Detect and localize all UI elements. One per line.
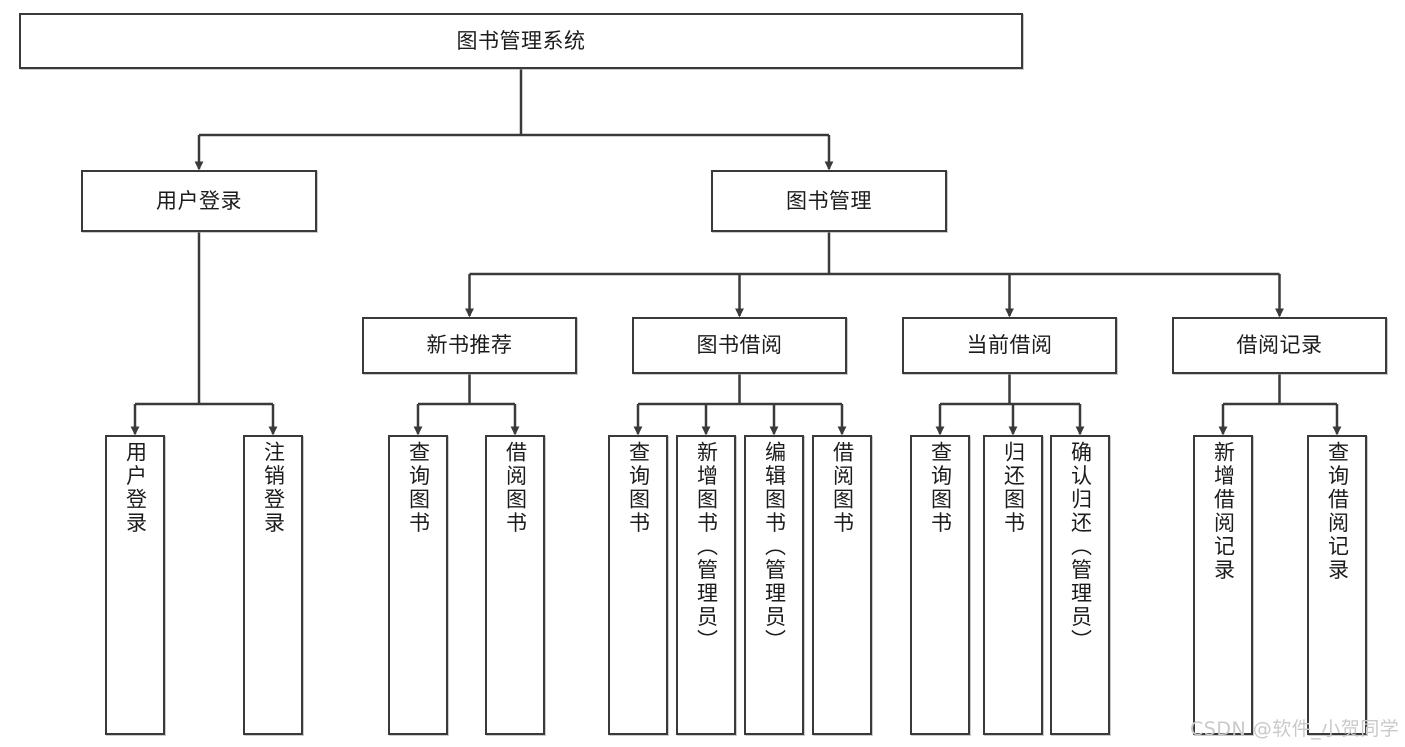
node-label: 图书借阅 — [696, 333, 783, 358]
node-label: 查询借阅记录 — [1325, 441, 1350, 582]
node-leaf-rc-add[interactable]: 新增借阅记录 — [1193, 435, 1253, 735]
node-bookmgmt[interactable]: 图书管理 — [711, 170, 947, 232]
edge-layer — [130, 69, 1342, 436]
node-root[interactable]: 图书管理系统 — [19, 13, 1023, 69]
node-label: 查询图书 — [406, 441, 431, 535]
node-label: 归还图书 — [1001, 441, 1026, 535]
node-label: 查询图书 — [626, 441, 651, 535]
node-leaf-bk-add[interactable]: 新增图书（管理员） — [676, 435, 736, 735]
node-leaf-cu-return[interactable]: 归还图书 — [983, 435, 1043, 735]
node-label: 图书管理系统 — [456, 28, 586, 53]
node-leaf-bk-edit[interactable]: 编辑图书（管理员） — [744, 435, 804, 735]
node-newbook[interactable]: 新书推荐 — [362, 317, 577, 374]
node-label: 编辑图书（管理员） — [762, 441, 787, 653]
node-label: 当前借阅 — [966, 333, 1053, 358]
node-current[interactable]: 当前借阅 — [902, 317, 1117, 374]
node-label: 新书推荐 — [426, 333, 513, 358]
node-leaf-user-logout[interactable]: 注销登录 — [243, 435, 303, 735]
node-label: 确认归还（管理员） — [1068, 441, 1093, 653]
node-leaf-nb-query[interactable]: 查询图书 — [388, 435, 448, 735]
node-leaf-cu-confirm[interactable]: 确认归还（管理员） — [1050, 435, 1110, 735]
node-label: 图书管理 — [786, 188, 872, 213]
node-label: 用户登录 — [156, 188, 242, 213]
node-label: 借阅记录 — [1236, 333, 1323, 358]
node-records[interactable]: 借阅记录 — [1172, 317, 1387, 374]
node-leaf-rc-query[interactable]: 查询借阅记录 — [1307, 435, 1367, 735]
node-leaf-bk-borrow[interactable]: 借阅图书 — [812, 435, 872, 735]
node-label: 用户登录 — [123, 441, 148, 535]
node-label: 借阅图书 — [830, 441, 855, 535]
node-borrow[interactable]: 图书借阅 — [632, 317, 847, 374]
node-leaf-bk-query[interactable]: 查询图书 — [608, 435, 668, 735]
node-label: 借阅图书 — [503, 441, 528, 535]
node-leaf-nb-borrow[interactable]: 借阅图书 — [485, 435, 545, 735]
node-label: 新增借阅记录 — [1211, 441, 1236, 582]
node-login[interactable]: 用户登录 — [81, 170, 317, 232]
node-leaf-user-login[interactable]: 用户登录 — [105, 435, 165, 735]
watermark-label: CSDN @软件_小贺同学 — [1190, 718, 1400, 740]
node-leaf-cu-query[interactable]: 查询图书 — [910, 435, 970, 735]
node-label: 新增图书（管理员） — [694, 441, 719, 653]
node-label: 查询图书 — [928, 441, 953, 535]
node-label: 注销登录 — [261, 441, 286, 535]
